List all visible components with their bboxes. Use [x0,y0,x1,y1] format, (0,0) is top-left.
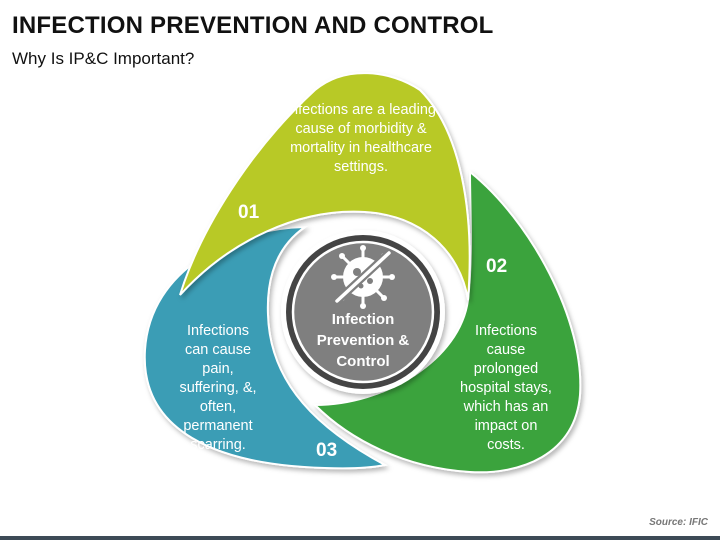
petal-03-shape [143,225,388,470]
petal-03-number: 03 [316,440,338,461]
petal-01-text: Infections are a leading cause of morbid… [286,102,436,175]
petal-01-number: 01 [238,202,260,223]
page-subtitle: Why Is IP&C Important? [12,49,195,68]
source-note: Source: IFIC [649,517,708,528]
virus-crossed-out-icon [331,245,395,309]
petal-03-text: Infections can cause pain, suffering, &,… [179,323,257,453]
bottom-bar [0,536,720,540]
center-hub-inner [291,240,435,384]
page-title: INFECTION PREVENTION AND CONTROL [12,12,494,39]
petal-02-text: Infections cause prolonged hospital stay… [460,323,552,453]
center-label: Infection Prevention & Control [316,311,410,370]
petal-01-shape [179,72,471,301]
petal-02-number: 02 [486,256,508,277]
